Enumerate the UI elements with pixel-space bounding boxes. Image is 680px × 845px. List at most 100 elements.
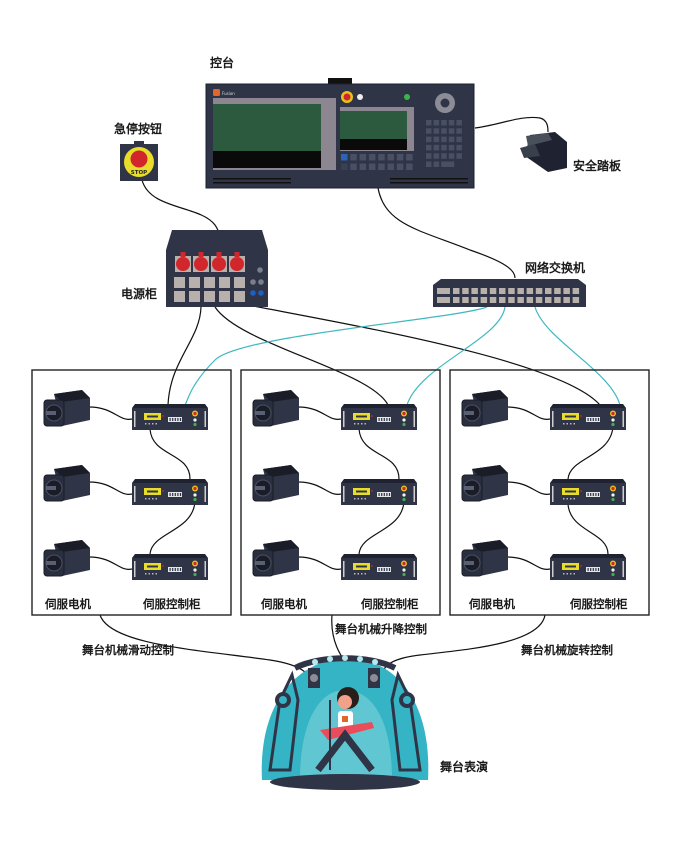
switch-port[interactable] xyxy=(554,297,561,303)
console-key[interactable] xyxy=(448,128,455,134)
power-socket[interactable] xyxy=(194,257,208,271)
switch-port[interactable] xyxy=(572,297,580,303)
switch-port[interactable] xyxy=(462,297,469,303)
switch-port[interactable] xyxy=(499,288,506,294)
console-white-button[interactable] xyxy=(357,94,363,100)
console-key[interactable] xyxy=(433,161,440,168)
switch-port[interactable] xyxy=(526,288,534,294)
console-key[interactable] xyxy=(441,144,447,151)
console-key[interactable] xyxy=(387,154,395,161)
console-key[interactable] xyxy=(441,136,447,143)
breaker-switch[interactable] xyxy=(174,277,185,288)
switch-port[interactable] xyxy=(462,288,469,294)
switch-port[interactable] xyxy=(517,288,524,294)
console-key[interactable] xyxy=(448,153,455,159)
cable-power-group2 xyxy=(214,306,389,406)
switch-port[interactable] xyxy=(545,288,552,294)
switch-port[interactable] xyxy=(508,288,515,294)
switch-uplink-port[interactable] xyxy=(437,297,450,303)
switch-port[interactable] xyxy=(563,288,570,294)
switch-port[interactable] xyxy=(526,297,534,303)
console-key[interactable] xyxy=(368,163,376,171)
stage-illustration xyxy=(261,655,429,790)
switch-port[interactable] xyxy=(563,297,570,303)
console-key[interactable] xyxy=(426,120,432,126)
console-key-wide[interactable] xyxy=(441,161,455,168)
power-socket[interactable] xyxy=(230,257,244,271)
breaker-switch[interactable] xyxy=(234,277,245,288)
breaker-switch[interactable] xyxy=(234,291,245,302)
console-key[interactable] xyxy=(406,154,413,161)
console-key[interactable] xyxy=(426,128,432,134)
console-key[interactable] xyxy=(426,153,432,159)
console-key[interactable] xyxy=(426,144,432,151)
breaker-switch[interactable] xyxy=(174,291,185,302)
controller-display-slot xyxy=(147,490,158,493)
switch-port[interactable] xyxy=(453,297,460,303)
breaker-switch[interactable] xyxy=(189,277,200,288)
console-key[interactable] xyxy=(359,163,367,171)
console-key[interactable] xyxy=(456,120,462,126)
console-key[interactable] xyxy=(341,154,348,161)
console-key[interactable] xyxy=(341,163,348,171)
performer-face xyxy=(338,695,352,709)
console-key[interactable] xyxy=(433,120,440,126)
switch-port[interactable] xyxy=(471,288,478,294)
breaker-switch[interactable] xyxy=(204,277,215,288)
console-key[interactable] xyxy=(441,153,447,159)
console-key[interactable] xyxy=(433,153,440,159)
switch-port[interactable] xyxy=(471,297,478,303)
switch-port[interactable] xyxy=(572,288,580,294)
console-key[interactable] xyxy=(456,128,462,134)
connector-pin xyxy=(595,568,597,571)
console-key[interactable] xyxy=(378,154,385,161)
controller-handle xyxy=(343,561,345,577)
pedal-side xyxy=(520,144,540,158)
power-socket[interactable] xyxy=(176,257,190,271)
switch-port[interactable] xyxy=(508,297,515,303)
switch-port[interactable] xyxy=(535,297,543,303)
console-key[interactable] xyxy=(396,154,404,161)
console-key[interactable] xyxy=(441,128,447,134)
console-key[interactable] xyxy=(406,163,413,171)
console-key[interactable] xyxy=(387,163,395,171)
switch-port[interactable] xyxy=(489,288,497,294)
switch-port[interactable] xyxy=(489,297,497,303)
switch-port[interactable] xyxy=(480,297,488,303)
console-key[interactable] xyxy=(426,136,432,143)
spotlight xyxy=(312,659,318,665)
breaker-switch[interactable] xyxy=(219,277,230,288)
controller-dot xyxy=(148,423,150,425)
controller-button-cap xyxy=(611,486,615,491)
console-key[interactable] xyxy=(456,144,462,151)
console-key[interactable] xyxy=(433,144,440,151)
console-key[interactable] xyxy=(456,136,462,143)
breaker-switch[interactable] xyxy=(189,291,200,302)
switch-port[interactable] xyxy=(517,297,524,303)
switch-port[interactable] xyxy=(535,288,543,294)
breaker-switch[interactable] xyxy=(204,291,215,302)
console-key[interactable] xyxy=(448,136,455,143)
switch-port[interactable] xyxy=(545,297,552,303)
switch-port[interactable] xyxy=(499,297,506,303)
console-key[interactable] xyxy=(396,163,404,171)
switch-port[interactable] xyxy=(554,288,561,294)
switch-port[interactable] xyxy=(453,288,460,294)
emergency-stop-button[interactable]: STOP xyxy=(120,141,158,181)
console-key[interactable] xyxy=(350,163,357,171)
console-key[interactable] xyxy=(426,161,432,168)
console-key[interactable] xyxy=(448,144,455,151)
console-key[interactable] xyxy=(456,153,462,159)
switch-port[interactable] xyxy=(480,288,488,294)
console-key[interactable] xyxy=(350,154,357,161)
console-key[interactable] xyxy=(368,154,376,161)
console-key[interactable] xyxy=(378,163,385,171)
console-key[interactable] xyxy=(359,154,367,161)
breaker-switch[interactable] xyxy=(219,291,230,302)
console-key[interactable] xyxy=(433,128,440,134)
console-key[interactable] xyxy=(448,120,455,126)
console-key[interactable] xyxy=(441,120,447,126)
power-socket[interactable] xyxy=(212,257,226,271)
console-key[interactable] xyxy=(433,136,440,143)
switch-uplink-port[interactable] xyxy=(437,288,450,294)
